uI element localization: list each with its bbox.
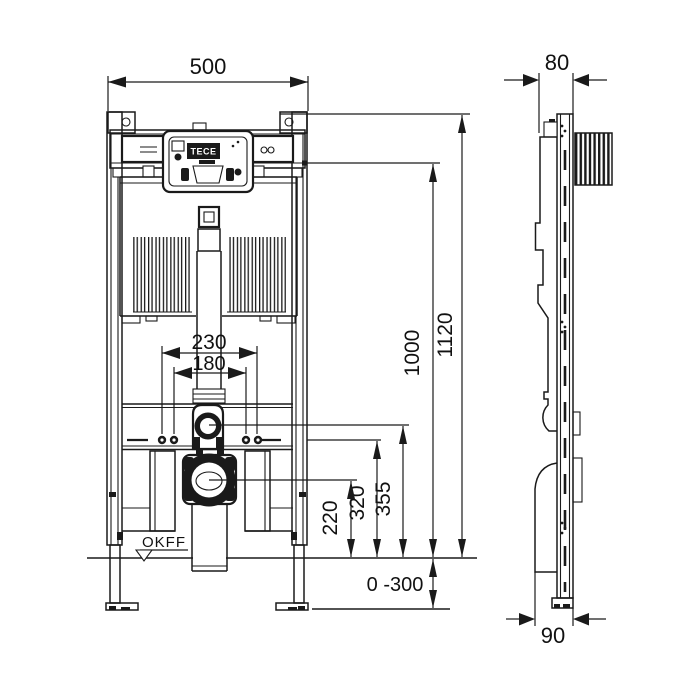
flush-channel-opening xyxy=(197,228,221,252)
floor-level-label: OKFF xyxy=(142,534,186,551)
right-connector-box xyxy=(247,134,295,164)
dim-label-drain-height: 220 xyxy=(319,500,342,535)
floor-level-icon xyxy=(134,549,154,562)
dimension-height-1000: 1000 xyxy=(302,160,440,557)
drain-bend-profile xyxy=(534,462,558,573)
dim-label-bottom-depth: 90 xyxy=(541,623,565,648)
dimension-height-1120: 1120 xyxy=(280,113,470,557)
dimension-height-355: 355 xyxy=(209,424,409,557)
brand-plate xyxy=(187,143,220,159)
dimension-foot-range: 0 -300 xyxy=(367,559,437,608)
cistern xyxy=(119,176,298,389)
left-connector-box xyxy=(120,134,168,164)
flush-bend xyxy=(191,388,226,451)
dimension-spacing-230: 230 xyxy=(161,331,258,434)
inspection-window xyxy=(197,205,221,229)
cistern-profile xyxy=(534,136,557,432)
dim-label-depth: 80 xyxy=(545,50,569,75)
dim-label-foot-range: 0 -300 xyxy=(367,574,424,596)
front-view: TECE xyxy=(105,111,309,611)
top-left-bracket xyxy=(107,111,136,134)
fixing-rods xyxy=(127,435,281,445)
side-view xyxy=(534,113,613,609)
dimension-depth-80: 80 xyxy=(504,50,607,133)
bracket-hole-icon xyxy=(121,117,131,127)
right-rib-field xyxy=(227,237,286,312)
dim-label-width: 500 xyxy=(190,54,227,79)
top-right-bracket xyxy=(279,111,308,134)
flush-pipe-coupling xyxy=(192,388,226,404)
brand-logo: TECE xyxy=(190,147,216,157)
floor-level-marker: OKFF xyxy=(134,534,188,562)
rail-holes xyxy=(560,124,567,535)
left-rib-field xyxy=(133,237,192,312)
dim-label-upper-height: 1000 xyxy=(401,330,424,377)
side-foot xyxy=(551,597,574,609)
frame-feet xyxy=(105,544,309,611)
cistern-cap-profile xyxy=(543,121,558,138)
drain-clamp-profile xyxy=(572,457,583,503)
service-opening: TECE xyxy=(161,129,255,194)
dim-label-flush-height: 355 xyxy=(372,481,395,516)
bracket-hole-icon xyxy=(284,117,294,127)
dimension-height-220: 220 xyxy=(209,479,357,557)
dim-label-total-height: 1120 xyxy=(434,312,457,357)
rod-profile xyxy=(572,411,581,436)
support-plates xyxy=(109,450,306,540)
dim-label-spacing-outer: 230 xyxy=(191,331,226,354)
reference-lines xyxy=(87,557,477,610)
dimension-spacing-180: 180 xyxy=(173,353,247,434)
dim-label-spacing-inner: 180 xyxy=(192,353,225,375)
dimension-width-500: 500 xyxy=(107,54,309,111)
wall-hatch-block xyxy=(574,132,613,186)
dimension-depth-90: 90 xyxy=(506,572,606,648)
